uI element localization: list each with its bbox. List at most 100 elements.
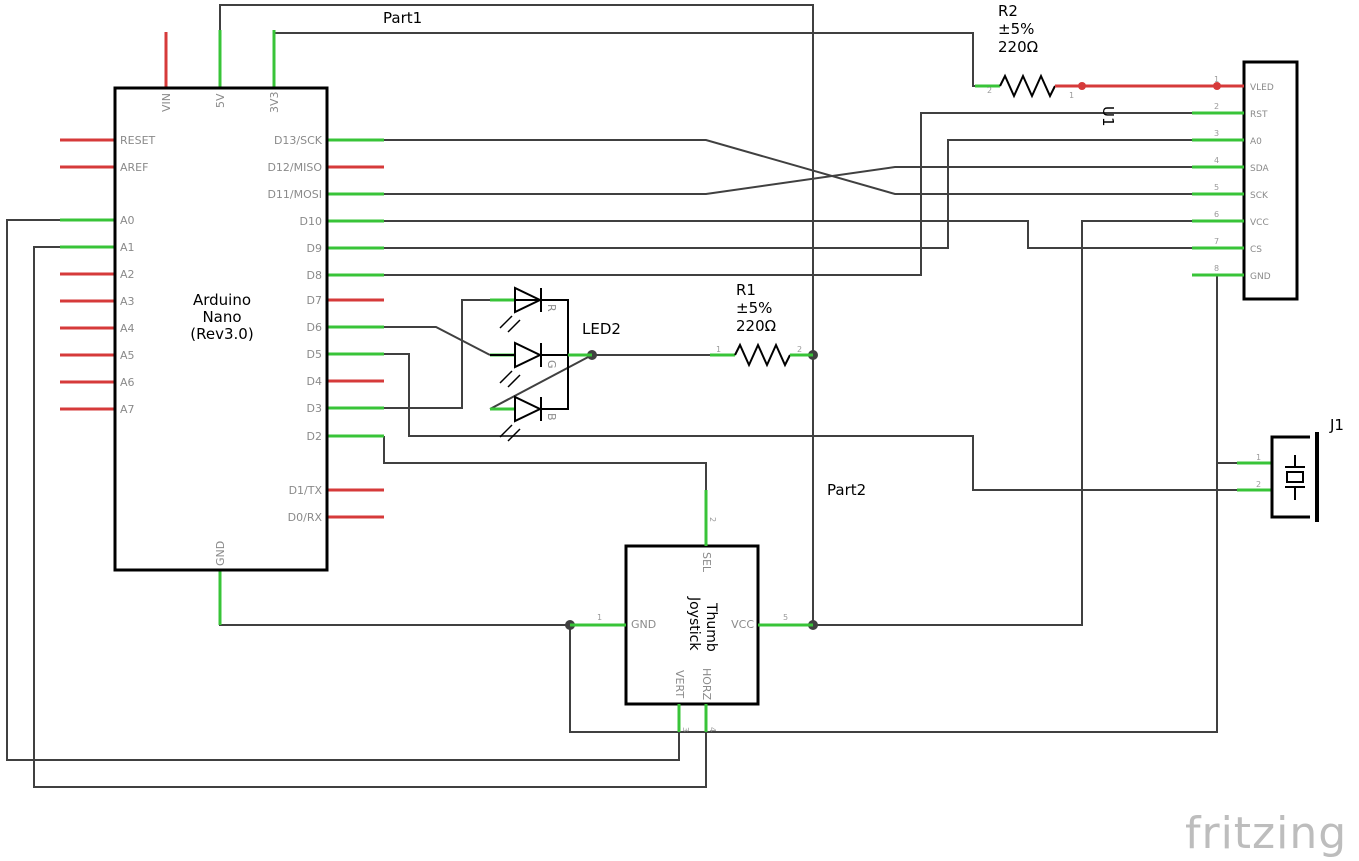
j1-frame xyxy=(1270,435,1310,519)
arduino-nano[interactable]: Arduino Nano (Rev3.0) VIN 5V 3V3 GND RES… xyxy=(60,30,384,625)
pin-label: D2 xyxy=(307,430,322,443)
wire-horz-a1 xyxy=(33,246,707,788)
joystick-pin-num: 3 xyxy=(681,727,690,732)
joystick-sel-label: SEL xyxy=(700,552,713,573)
led-arrows xyxy=(499,315,521,442)
r1-pin-num: 2 xyxy=(797,345,802,354)
pin-label: D6 xyxy=(307,321,322,334)
r1-tolerance: ±5% xyxy=(736,299,772,317)
r2-tolerance: ±5% xyxy=(998,20,1034,38)
joystick-pin-num: 2 xyxy=(708,517,717,522)
joystick-pin-num: 1 xyxy=(597,613,602,622)
wire-d9-a0 xyxy=(384,139,1192,249)
pin-label: RESET xyxy=(120,134,156,147)
net-label-part1: Part1 xyxy=(383,9,422,27)
pin-label: A4 xyxy=(120,322,135,335)
pin-label: D1/TX xyxy=(289,484,323,497)
wires xyxy=(6,4,1237,788)
pin-number: 8 xyxy=(1214,264,1219,273)
rgb-led[interactable]: R G B LED2 xyxy=(490,286,621,442)
led-blue-diode xyxy=(514,395,543,423)
u1-pin-labels: VLED RST A0 SDA SCK VCC CS GND xyxy=(1250,83,1274,282)
joystick-body xyxy=(624,544,760,706)
arduino-name-2: Nano xyxy=(202,308,241,326)
pin-label: D8 xyxy=(307,269,322,282)
u1-display[interactable]: VLED RST A0 SDA SCK VCC CS GND 1 2 3 4 5… xyxy=(1099,60,1299,301)
pin-label: A3 xyxy=(120,295,135,308)
wire-d8-rst xyxy=(384,112,1192,276)
pin-label: A6 xyxy=(120,376,135,389)
pin-label: D5 xyxy=(307,348,322,361)
pin-label: AREF xyxy=(120,161,148,174)
pin-label: GND xyxy=(1250,272,1271,282)
pin-label: D10 xyxy=(300,215,322,228)
pin-label: D4 xyxy=(307,375,322,388)
left-stubs xyxy=(60,138,115,411)
u1-body xyxy=(1242,60,1299,301)
pin-label: D3 xyxy=(307,402,322,415)
pin-label: A5 xyxy=(120,349,135,362)
pin-label-gnd: GND xyxy=(214,541,227,566)
pin-label: A1 xyxy=(120,241,135,254)
led-name: LED2 xyxy=(582,320,621,338)
joystick-vert-label: VERT xyxy=(673,670,686,698)
arduino-name-3: (Rev3.0) xyxy=(190,325,253,343)
pin-label: VLED xyxy=(1250,83,1274,93)
wire-5v-part1 xyxy=(219,4,814,625)
pin-label: D13/SCK xyxy=(274,134,323,147)
wire-d10-cs xyxy=(384,220,1192,249)
led-green-diode xyxy=(514,341,543,369)
wire-d3-led-r xyxy=(384,299,490,409)
wire-3v3-r2 xyxy=(273,30,995,87)
joystick-gnd-label: GND xyxy=(631,618,656,631)
u1-name: U1 xyxy=(1099,106,1117,127)
joystick-pin-num: 5 xyxy=(783,613,788,622)
pin-number: 2 xyxy=(1214,102,1219,111)
led-b-label: B xyxy=(545,413,558,421)
r1-value: 220Ω xyxy=(736,317,776,335)
j1-buzzer[interactable]: 1 2 J1 xyxy=(1237,416,1344,522)
wire-d11-sda xyxy=(384,166,1192,195)
pin-number: 6 xyxy=(1214,210,1219,219)
pin-label: D12/MISO xyxy=(267,161,322,174)
wire-led-b xyxy=(489,354,593,410)
left-pin-labels: RESET AREF A0 A1 A2 A3 A4 A5 A6 A7 xyxy=(120,134,156,416)
net-label-part2: Part2 xyxy=(827,481,866,499)
pin-label: A0 xyxy=(120,214,135,227)
r2-pin-num: 1 xyxy=(1069,91,1074,100)
joystick-name-1: Thumb xyxy=(703,602,719,652)
arduino-name-1: Arduino xyxy=(193,291,251,309)
resistor-zigzag-r2 xyxy=(999,73,1056,99)
joystick-pin-num: 4 xyxy=(708,727,717,732)
pin-label: SCK xyxy=(1250,191,1269,201)
pin-label: CS xyxy=(1250,245,1262,255)
pin-number: 7 xyxy=(1214,237,1219,246)
pin-number: 3 xyxy=(1214,129,1219,138)
pin-label-5v: 5V xyxy=(214,93,227,108)
pin-number: 5 xyxy=(1214,183,1219,192)
wire-vert-a0 xyxy=(6,219,680,761)
joystick-vcc-label: VCC xyxy=(731,618,754,631)
thumb-joystick[interactable]: SEL GND VCC VERT HORZ Thumb Joystick 2 1… xyxy=(570,490,813,732)
resistor-r2[interactable]: R2 ±5% 220Ω 2 1 xyxy=(975,2,1217,100)
fritzing-logo: fritzing xyxy=(1185,808,1347,859)
j1-name: J1 xyxy=(1329,416,1344,434)
wire-d5-buzzer xyxy=(384,353,1237,491)
pin-label-vin: VIN xyxy=(160,93,173,112)
led-red-diode xyxy=(514,286,543,314)
pin-label: D9 xyxy=(307,242,322,255)
resistor-zigzag-r1 xyxy=(734,342,791,368)
pin-label: D0/RX xyxy=(288,511,323,524)
resistor-r1[interactable]: R1 ±5% 220Ω 1 2 xyxy=(710,281,813,368)
pin-number: 4 xyxy=(1214,156,1219,165)
wire-d13-sck xyxy=(384,139,1192,195)
wire-d2-sel xyxy=(383,436,707,490)
j1-pin-num: 2 xyxy=(1256,480,1261,489)
pin-number: 1 xyxy=(1214,75,1219,84)
arduino-body xyxy=(113,86,329,572)
joystick-horz-label: HORZ xyxy=(700,668,713,701)
joystick-name-2: Joystick xyxy=(686,596,702,651)
led-g-label: G xyxy=(545,360,558,369)
right-stubs xyxy=(327,138,384,519)
